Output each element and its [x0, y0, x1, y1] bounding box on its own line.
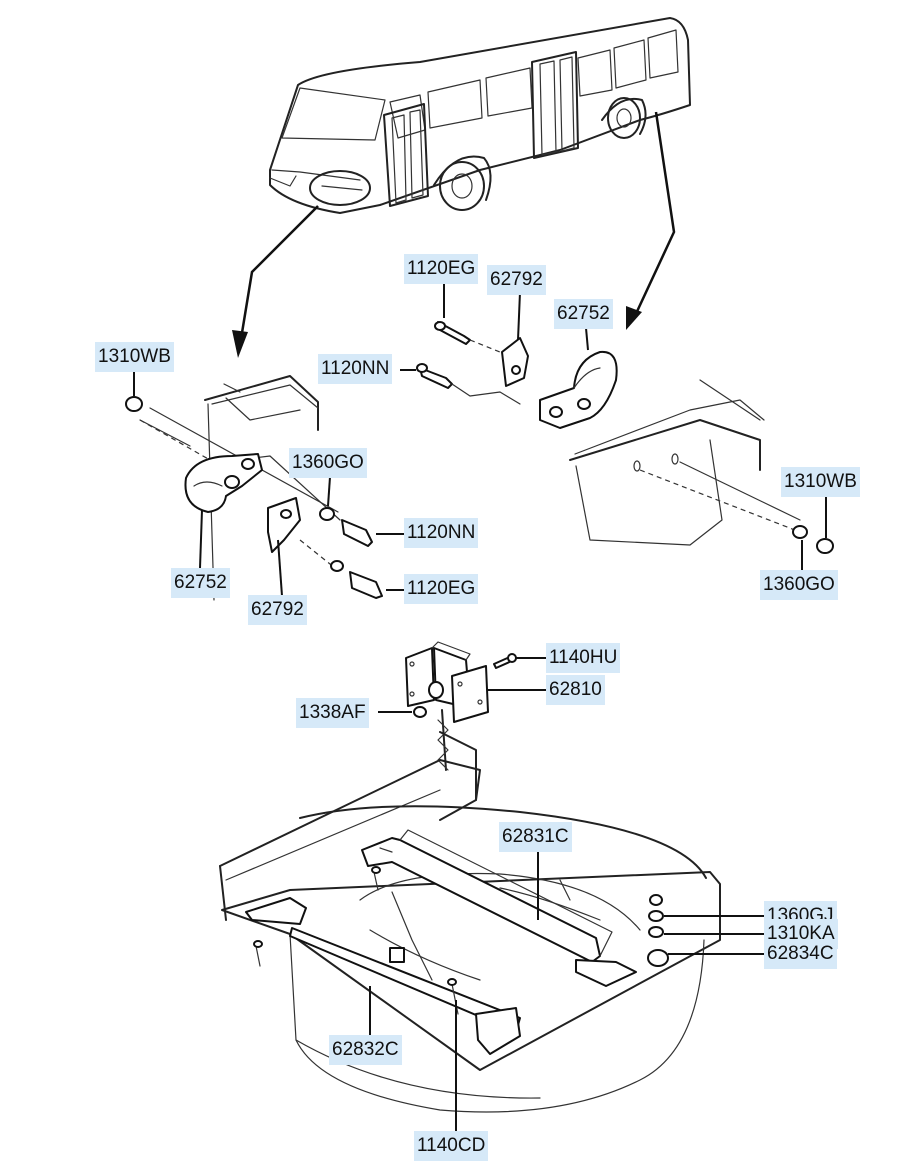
part-label-62834c: 62834C: [764, 939, 837, 969]
part-label-62832c: 62832C: [329, 1035, 402, 1065]
part-label-1140cd: 1140CD: [414, 1131, 489, 1161]
part-label-1310wb: 1310WB: [781, 467, 860, 497]
part-label-1360go: 1360GO: [760, 570, 838, 600]
callout-arrows: [232, 111, 676, 358]
part-label-1360go: 1360GO: [289, 448, 367, 478]
bus-illustration: [269, 17, 691, 214]
part-label-62792: 62792: [487, 265, 546, 295]
part-label-62810: 62810: [546, 675, 605, 705]
part-label-1120nn: 1120NN: [318, 354, 393, 384]
part-label-1120eg: 1120EG: [404, 574, 479, 604]
part-label-1338af: 1338AF: [296, 698, 369, 728]
part-label-62752: 62752: [554, 299, 613, 329]
part-label-1140hu: 1140HU: [546, 643, 621, 673]
part-label-62792: 62792: [248, 595, 307, 625]
front-tow-hook-assembly: [125, 372, 404, 601]
spare-tire-winch: [378, 641, 546, 771]
part-label-1120eg: 1120EG: [404, 254, 479, 284]
rear-tow-hook-assembly: [400, 284, 834, 570]
part-label-62831c: 62831C: [499, 822, 572, 852]
spare-tire-carrier: [219, 731, 764, 1132]
part-label-62752: 62752: [171, 568, 230, 598]
part-label-1120nn: 1120NN: [404, 518, 479, 548]
part-label-1310wb: 1310WB: [95, 342, 174, 372]
